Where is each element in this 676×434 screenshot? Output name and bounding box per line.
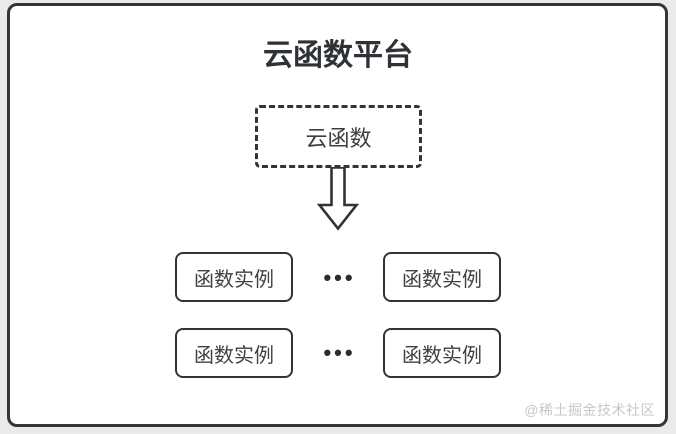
function-instance-box: 函数实例 <box>383 328 501 378</box>
function-instance-box: 函数实例 <box>175 252 293 302</box>
ellipsis-row-1: ••• <box>323 265 356 290</box>
down-arrow-icon <box>316 166 360 231</box>
function-instance-label: 函数实例 <box>194 344 274 367</box>
watermark: @稀土掘金技术社区 <box>524 402 655 418</box>
function-instance-label: 函数实例 <box>402 268 482 291</box>
function-instance-box: 函数实例 <box>383 252 501 302</box>
function-instance-label: 函数实例 <box>402 344 482 367</box>
ellipsis-row-2: ••• <box>323 340 356 365</box>
cloud-function-label: 云函数 <box>305 125 372 151</box>
function-instance-box: 函数实例 <box>175 328 293 378</box>
function-instance-label: 函数实例 <box>194 268 274 291</box>
diagram-title: 云函数平台 <box>263 39 413 72</box>
cloud-function-box: 云函数 <box>255 105 422 168</box>
